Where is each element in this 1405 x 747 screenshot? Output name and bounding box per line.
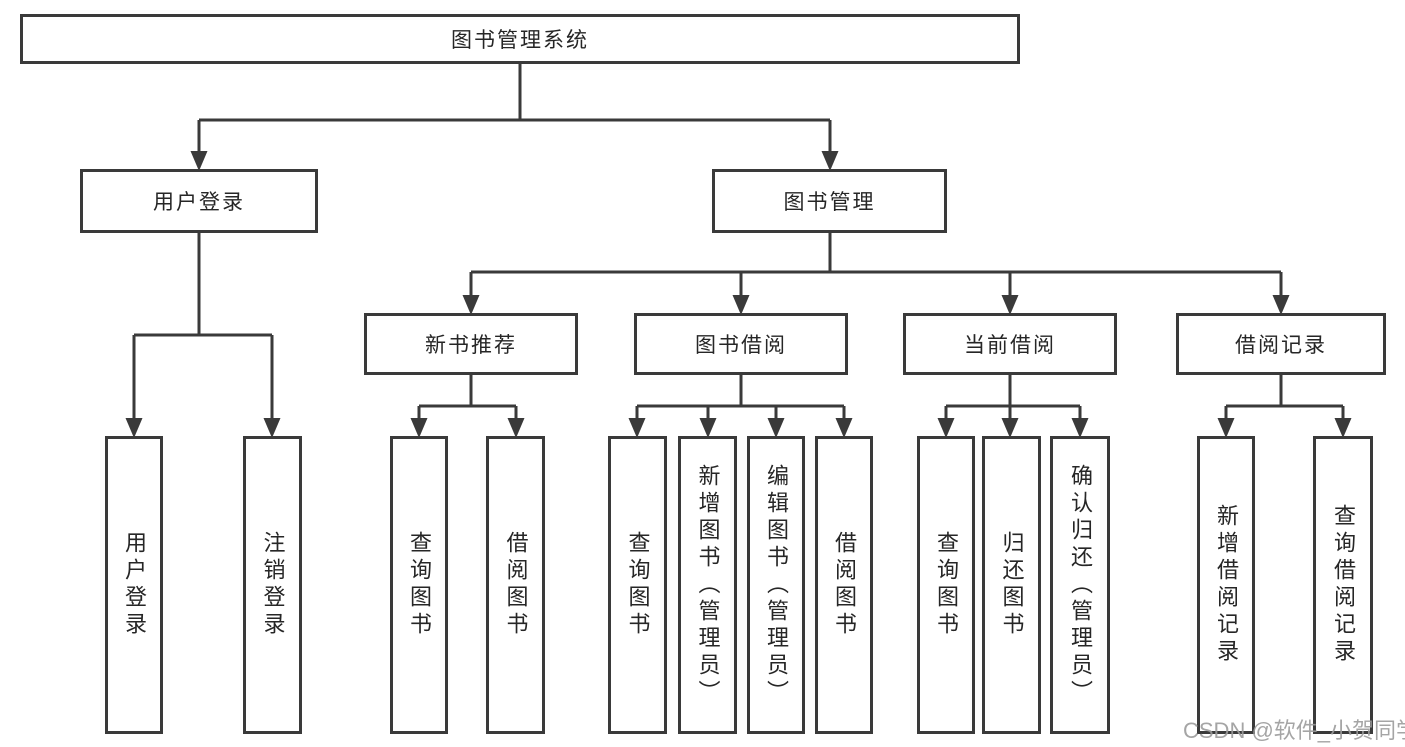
node-current-borrow-label: 当前借阅: [964, 334, 1056, 357]
node-user-login-label: 用户登录: [153, 191, 245, 214]
node-book-borrow-label: 图书借阅: [695, 334, 787, 357]
leaf-return-book-label: 归还图书: [999, 531, 1025, 639]
leaf-borrow-books-borrow-label: 借阅图书: [832, 531, 857, 639]
leaf-query-borrow-record-label: 查询借阅记录: [1331, 504, 1356, 666]
connector-user-login-to-leaves: [125, 233, 281, 438]
leaf-logout-label: 注销登录: [260, 531, 286, 639]
connector-borrow-to-leaves: [628, 375, 853, 438]
connector-root-to-level2: [190, 64, 839, 171]
leaf-borrow-books-borrow: 借阅图书: [815, 436, 873, 734]
node-borrow-records: 借阅记录: [1176, 313, 1386, 375]
connector-book-management-to-level3: [462, 233, 1290, 315]
csdn-watermark: CSDN @软件_小贺同学: [1183, 718, 1405, 743]
connector-recommend-to-leaves: [410, 375, 525, 438]
node-root: 图书管理系统: [20, 14, 1020, 64]
leaf-add-borrow-record-label: 新增借阅记录: [1214, 504, 1239, 666]
node-root-label: 图书管理系统: [451, 29, 589, 52]
leaf-query-books-current-label: 查询图书: [934, 531, 959, 639]
leaf-borrow-books-recommend-label: 借阅图书: [503, 531, 529, 639]
leaf-query-books-recommend-label: 查询图书: [407, 531, 432, 639]
leaf-logout: 注销登录: [243, 436, 302, 734]
leaf-query-books-recommend: 查询图书: [390, 436, 448, 734]
connector-current-to-leaves: [937, 375, 1089, 438]
leaf-edit-book-admin: 编辑图书（管理员）: [747, 436, 805, 734]
node-user-login: 用户登录: [80, 169, 318, 233]
node-new-book-recommend-label: 新书推荐: [425, 334, 517, 357]
node-new-book-recommend: 新书推荐: [364, 313, 578, 375]
leaf-query-books-borrow: 查询图书: [608, 436, 667, 734]
leaf-confirm-return-admin-label: 确认归还（管理员）: [1068, 463, 1093, 707]
connector-records-to-leaves: [1217, 375, 1352, 438]
node-current-borrow: 当前借阅: [903, 313, 1117, 375]
leaf-add-book-admin: 新增图书（管理员）: [678, 436, 737, 734]
leaf-query-books-current: 查询图书: [917, 436, 975, 734]
leaf-user-login-label: 用户登录: [122, 531, 147, 639]
leaf-query-books-borrow-label: 查询图书: [625, 531, 651, 639]
node-borrow-records-label: 借阅记录: [1235, 334, 1327, 357]
leaf-confirm-return-admin: 确认归还（管理员）: [1050, 436, 1110, 734]
leaf-edit-book-admin-label: 编辑图书（管理员）: [764, 463, 789, 707]
leaf-borrow-books-recommend: 借阅图书: [486, 436, 545, 734]
leaf-add-book-admin-label: 新增图书（管理员）: [695, 463, 721, 707]
leaf-user-login: 用户登录: [105, 436, 163, 734]
node-book-borrow: 图书借阅: [634, 313, 848, 375]
node-book-management: 图书管理: [712, 169, 947, 233]
leaf-query-borrow-record: 查询借阅记录: [1313, 436, 1373, 734]
leaf-return-book: 归还图书: [982, 436, 1041, 734]
leaf-add-borrow-record: 新增借阅记录: [1197, 436, 1255, 734]
node-book-management-label: 图书管理: [783, 191, 876, 214]
